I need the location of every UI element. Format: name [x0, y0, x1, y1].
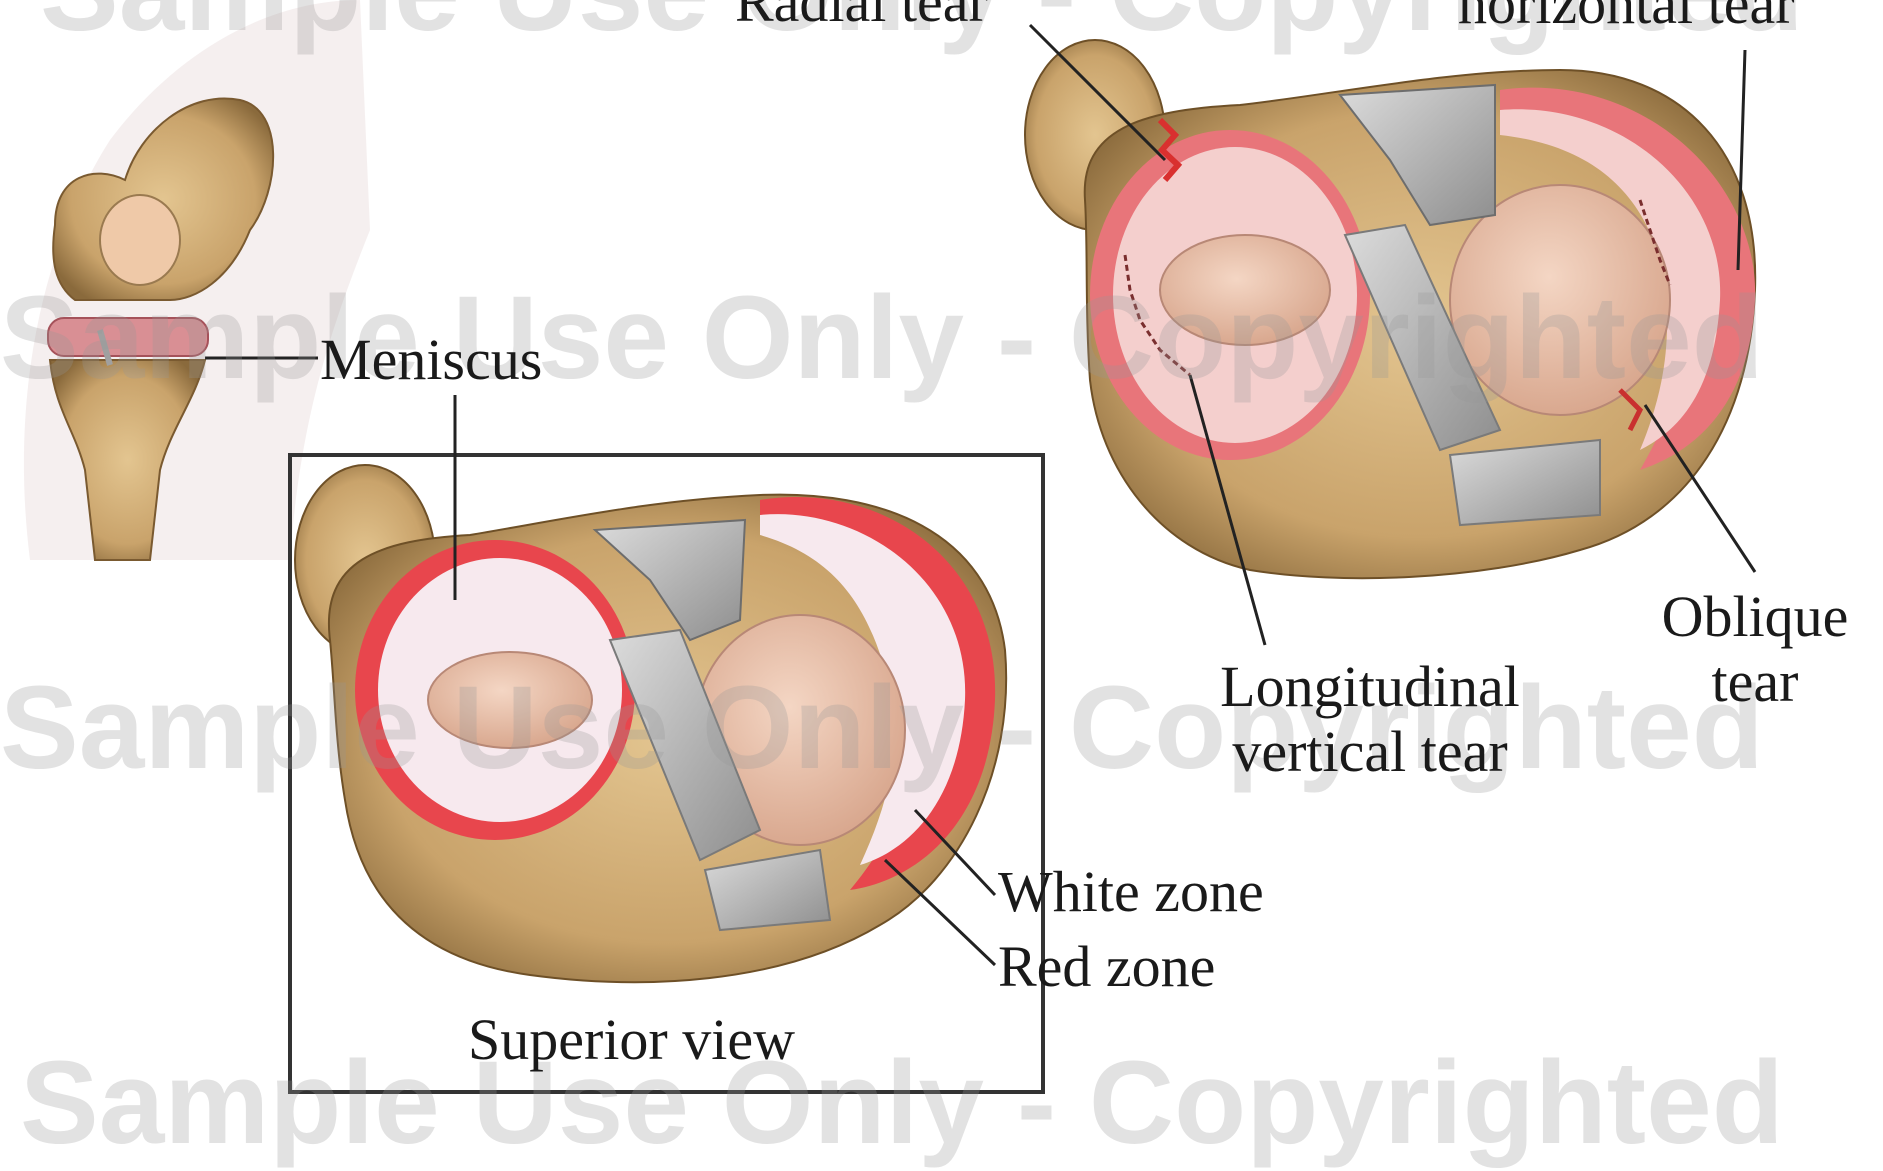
femoral-condyle: [100, 195, 180, 285]
upper-right-articular-surface: [1450, 185, 1670, 415]
left-articular-surface: [428, 652, 592, 748]
red-zone-label: Red zone: [998, 935, 1215, 1000]
radial-tear-label: Radial tear: [735, 0, 988, 35]
knee-illustration: [24, 0, 370, 560]
upper-ligament-lower: [1450, 440, 1600, 525]
meniscus-diagram: Sample Use Only - Copyrighted Sample Use…: [0, 0, 1883, 1096]
longitudinal-tear-label-line1: Longitudinal: [1170, 655, 1570, 720]
knee-meniscus: [48, 318, 208, 356]
superior-view-tibial-plateau: [295, 465, 1006, 982]
diagram-artwork: [0, 0, 1883, 1096]
white-zone-label: White zone: [998, 860, 1264, 925]
torn-meniscus-plateau: [1025, 40, 1755, 578]
oblique-tear-label-line2: tear: [1630, 650, 1880, 715]
oblique-tear-label: Oblique tear: [1630, 585, 1880, 715]
horizontal-tear-label: horizontal tear: [1458, 0, 1795, 37]
upper-left-articular-surface: [1160, 235, 1330, 345]
superior-view-label: Superior view: [468, 1008, 795, 1073]
longitudinal-tear-label: Longitudinal vertical tear: [1170, 655, 1570, 785]
oblique-tear-label-line1: Oblique: [1630, 585, 1880, 650]
meniscus-label: Meniscus: [320, 328, 542, 393]
longitudinal-tear-label-line2: vertical tear: [1170, 720, 1570, 785]
